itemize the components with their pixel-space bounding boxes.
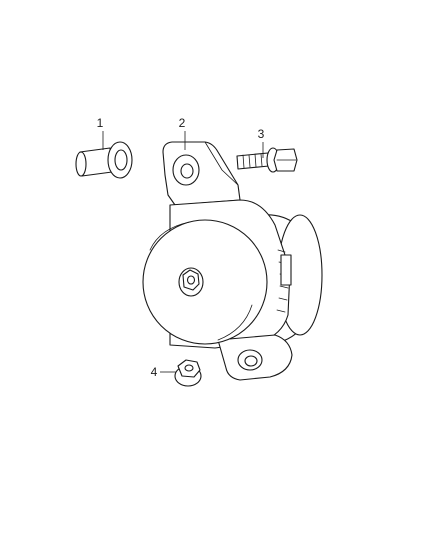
callout-4: 4 xyxy=(151,365,176,379)
callout-4-label: 4 xyxy=(151,365,158,379)
callout-1: 1 xyxy=(97,116,104,150)
callout-2-label: 2 xyxy=(179,116,186,130)
part-3-bolt xyxy=(236,147,298,173)
part-2-horn-assembly xyxy=(142,141,323,381)
callout-2: 2 xyxy=(179,116,186,150)
callout-1-label: 1 xyxy=(97,116,104,130)
part-1-spacer xyxy=(75,141,133,179)
part-4-nut xyxy=(174,359,202,387)
callout-3: 3 xyxy=(258,127,265,158)
callout-3-label: 3 xyxy=(258,127,265,141)
